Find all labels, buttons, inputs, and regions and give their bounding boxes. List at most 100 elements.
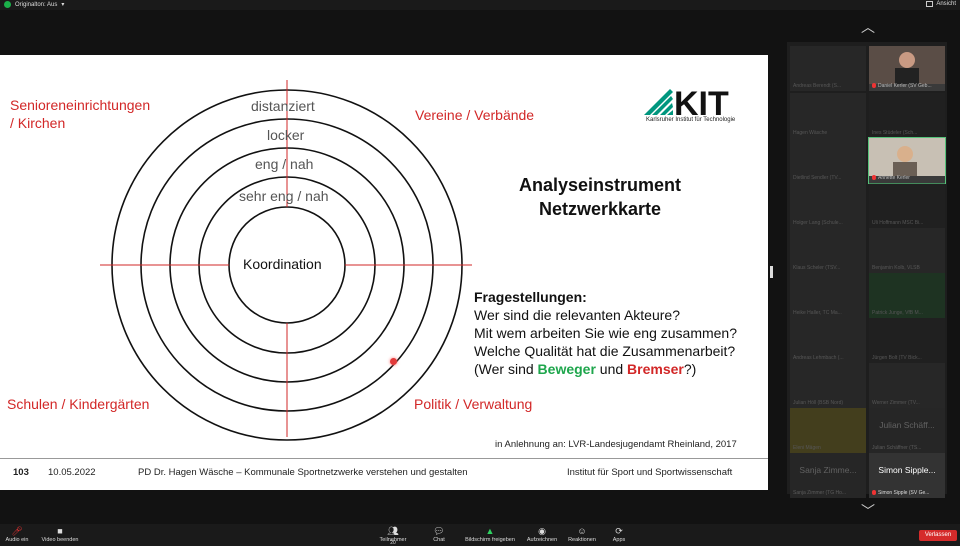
chevron-down-icon[interactable]: ﹀ xyxy=(861,503,875,519)
participant-name: Sanja Zimmer (TG Ho... xyxy=(793,490,847,496)
participant-tile[interactable]: Sanja Zimme... Sanja Zimmer (TG Ho... xyxy=(790,453,866,498)
participant-name: Hagen Wäsche xyxy=(793,130,828,136)
question-2: Mit wem arbeiten Sie wie eng zusammen? xyxy=(474,325,738,341)
participant-name: Andreas Berendt (S... xyxy=(793,83,842,89)
participant-tile[interactable]: Benjamin Kolb, VLSB xyxy=(869,228,945,273)
bremser-word: Bremser xyxy=(627,361,684,377)
participant-tile[interactable]: Holger Lang (Schule... xyxy=(790,183,866,228)
participant-tile[interactable]: Julian Höll (BSB Nord) xyxy=(790,363,866,408)
question-3: Welche Qualität hat die Zusammenarbeit? xyxy=(474,343,736,359)
participant-tile[interactable]: Patrick Junge, VfB M... xyxy=(869,273,945,318)
slide-title: Analyseinstrument Netzwerkkarte xyxy=(470,173,730,221)
participant-name: Uli Hoffmann MSC Bi... xyxy=(872,220,924,226)
ring-label-locker: locker xyxy=(267,127,305,143)
source-note: in Anlehnung an: LVR-Landesjugendamt Rhe… xyxy=(495,439,737,450)
share-screen-button[interactable]: ▲ Bildschirm freigeben xyxy=(461,526,519,543)
participant-tile-speaking[interactable]: Annette Kerler xyxy=(868,137,946,184)
video-label: Video beenden xyxy=(41,537,79,543)
participant-big-name: Julian Schäff... xyxy=(879,420,935,430)
slide-title-line2: Netzwerkkarte xyxy=(538,199,662,219)
shared-screen-slide: Senioreneinrichtungen / Kirchen Vereine … xyxy=(0,55,768,490)
chat-button[interactable]: 💬︎ Chat xyxy=(428,526,450,543)
participant-tile[interactable]: Andreas Lehmbach (... xyxy=(790,318,866,363)
chevron-up-icon[interactable]: ︿ xyxy=(861,19,875,35)
footer-institute: Institut für Sport und Sportwissenschaft xyxy=(567,467,733,478)
participant-name-text: Simon Sipple (SV Ge... xyxy=(878,490,930,496)
original-sound-toggle[interactable]: Originalton: Aus ▾ xyxy=(4,1,64,8)
participant-tile[interactable]: Jürgen Bolt (TV Bick... xyxy=(869,318,945,363)
participant-tile[interactable]: Klaus Scheler (TSV... xyxy=(790,228,866,273)
question-4: (Wer sind Beweger und Bremser?) xyxy=(474,360,737,378)
record-label: Aufzeichnen xyxy=(526,537,558,543)
grid-icon xyxy=(926,1,934,7)
participant-tile[interactable]: Simon Sipple... Simon Sipple (SV Ge... xyxy=(869,453,945,498)
record-icon: ◉ xyxy=(538,526,546,536)
mic-muted-icon xyxy=(872,175,876,181)
ring-label-eng-nah: eng / nah xyxy=(255,156,314,172)
participant-big-name: Simon Sipple... xyxy=(878,465,936,475)
participant-tile[interactable]: Eleni Mägen xyxy=(790,408,866,453)
participants-count: 20 xyxy=(390,540,396,546)
kit-logo: KIT xyxy=(644,85,729,123)
footer-divider xyxy=(0,458,768,459)
participant-tile[interactable]: Heike Haller, TC Ma... xyxy=(790,273,866,318)
reactions-label: Reaktionen xyxy=(568,537,596,543)
question-4-mid: und xyxy=(595,361,628,377)
view-label: Ansicht xyxy=(936,1,956,7)
view-button[interactable]: Ansicht xyxy=(926,1,956,7)
participant-name: Benjamin Kolb, VLSB xyxy=(872,265,920,271)
shield-icon xyxy=(4,1,11,8)
participant-gallery: Andreas Berendt (S... Daniel Kerler (SV … xyxy=(787,42,947,498)
record-button[interactable]: ◉ Aufzeichnen xyxy=(524,526,560,543)
participant-tile[interactable]: Werner Zimmer (TV... xyxy=(869,363,945,408)
participant-tile[interactable]: Dietlind Sendler (TV... xyxy=(790,138,866,183)
apps-label: Apps xyxy=(612,537,626,543)
participant-name: Andreas Lehmbach (... xyxy=(793,355,844,361)
audio-label: Audio ein xyxy=(5,537,29,543)
leave-meeting-button[interactable]: Verlassen xyxy=(919,530,957,541)
participant-name: Jürgen Bolt (TV Bick... xyxy=(872,355,922,361)
participants-icon: 👥︎20 xyxy=(387,526,399,546)
network-map-diagram xyxy=(100,80,472,441)
video-button[interactable]: ■ Video beenden xyxy=(40,526,80,543)
corner-top-left-line1: Senioreneinrichtungen xyxy=(10,97,151,113)
chat-label: Chat xyxy=(433,537,445,543)
kit-logo-text: KIT xyxy=(674,85,729,123)
participant-name: Annette Kerler xyxy=(872,175,910,181)
apps-button[interactable]: ⟳ Apps xyxy=(608,526,630,543)
participant-tile[interactable]: Daniel Kerler (SV Geb... xyxy=(869,46,945,91)
questions-block: Fragestellungen: Wer sind die relevanten… xyxy=(474,288,737,378)
beweger-word: Beweger xyxy=(537,361,596,377)
participant-tile[interactable]: Ines Stüdeler (Sch... xyxy=(869,93,945,138)
participant-name: Eleni Mägen xyxy=(793,445,821,451)
mic-muted-icon xyxy=(872,83,876,89)
ring-label-sehr-eng-nah: sehr eng / nah xyxy=(239,188,329,204)
participant-name: Dietlind Sendler (TV... xyxy=(793,175,842,181)
participant-name: Holger Lang (Schule... xyxy=(793,220,843,226)
audio-button[interactable]: 🎤︎ Audio ein xyxy=(3,526,31,543)
share-screen-label: Bildschirm freigeben xyxy=(465,537,515,543)
video-feed xyxy=(869,138,945,176)
panel-resize-handle[interactable] xyxy=(770,266,773,278)
original-sound-label: Originalton: Aus xyxy=(15,1,58,8)
corner-top-left-line2: / Kirchen xyxy=(10,115,66,131)
participant-name: Julian Höll (BSB Nord) xyxy=(793,400,844,406)
participant-name: Ines Stüdeler (Sch... xyxy=(872,130,918,136)
reactions-button[interactable]: ☺ Reaktionen xyxy=(566,526,598,543)
question-1: Wer sind die relevanten Akteure? xyxy=(474,307,680,323)
participant-tile[interactable]: Andreas Berendt (S... xyxy=(790,46,866,91)
participant-name: Werner Zimmer (TV... xyxy=(872,400,920,406)
question-4-pre: (Wer sind xyxy=(474,361,538,377)
participant-tile[interactable]: Hagen Wäsche xyxy=(790,93,866,138)
participants-button[interactable]: 👥︎20 Teilnehmer xyxy=(378,526,408,546)
participant-tile[interactable]: Julian Schäff... Julian Schäffner (TS... xyxy=(869,408,945,453)
participant-big-name: Sanja Zimme... xyxy=(799,465,857,475)
apps-icon: ⟳ xyxy=(615,526,623,536)
participant-name: Julian Schäffner (TS... xyxy=(872,445,922,451)
participant-tile[interactable]: Uli Hoffmann MSC Bi... xyxy=(869,183,945,228)
participant-name: Klaus Scheler (TSV... xyxy=(793,265,841,271)
kit-logo-subtitle: Karlsruher Institut für Technologie xyxy=(646,117,736,123)
corner-label-top-left: Senioreneinrichtungen / Kirchen xyxy=(10,96,150,132)
center-label-koordination: Koordination xyxy=(243,256,322,272)
